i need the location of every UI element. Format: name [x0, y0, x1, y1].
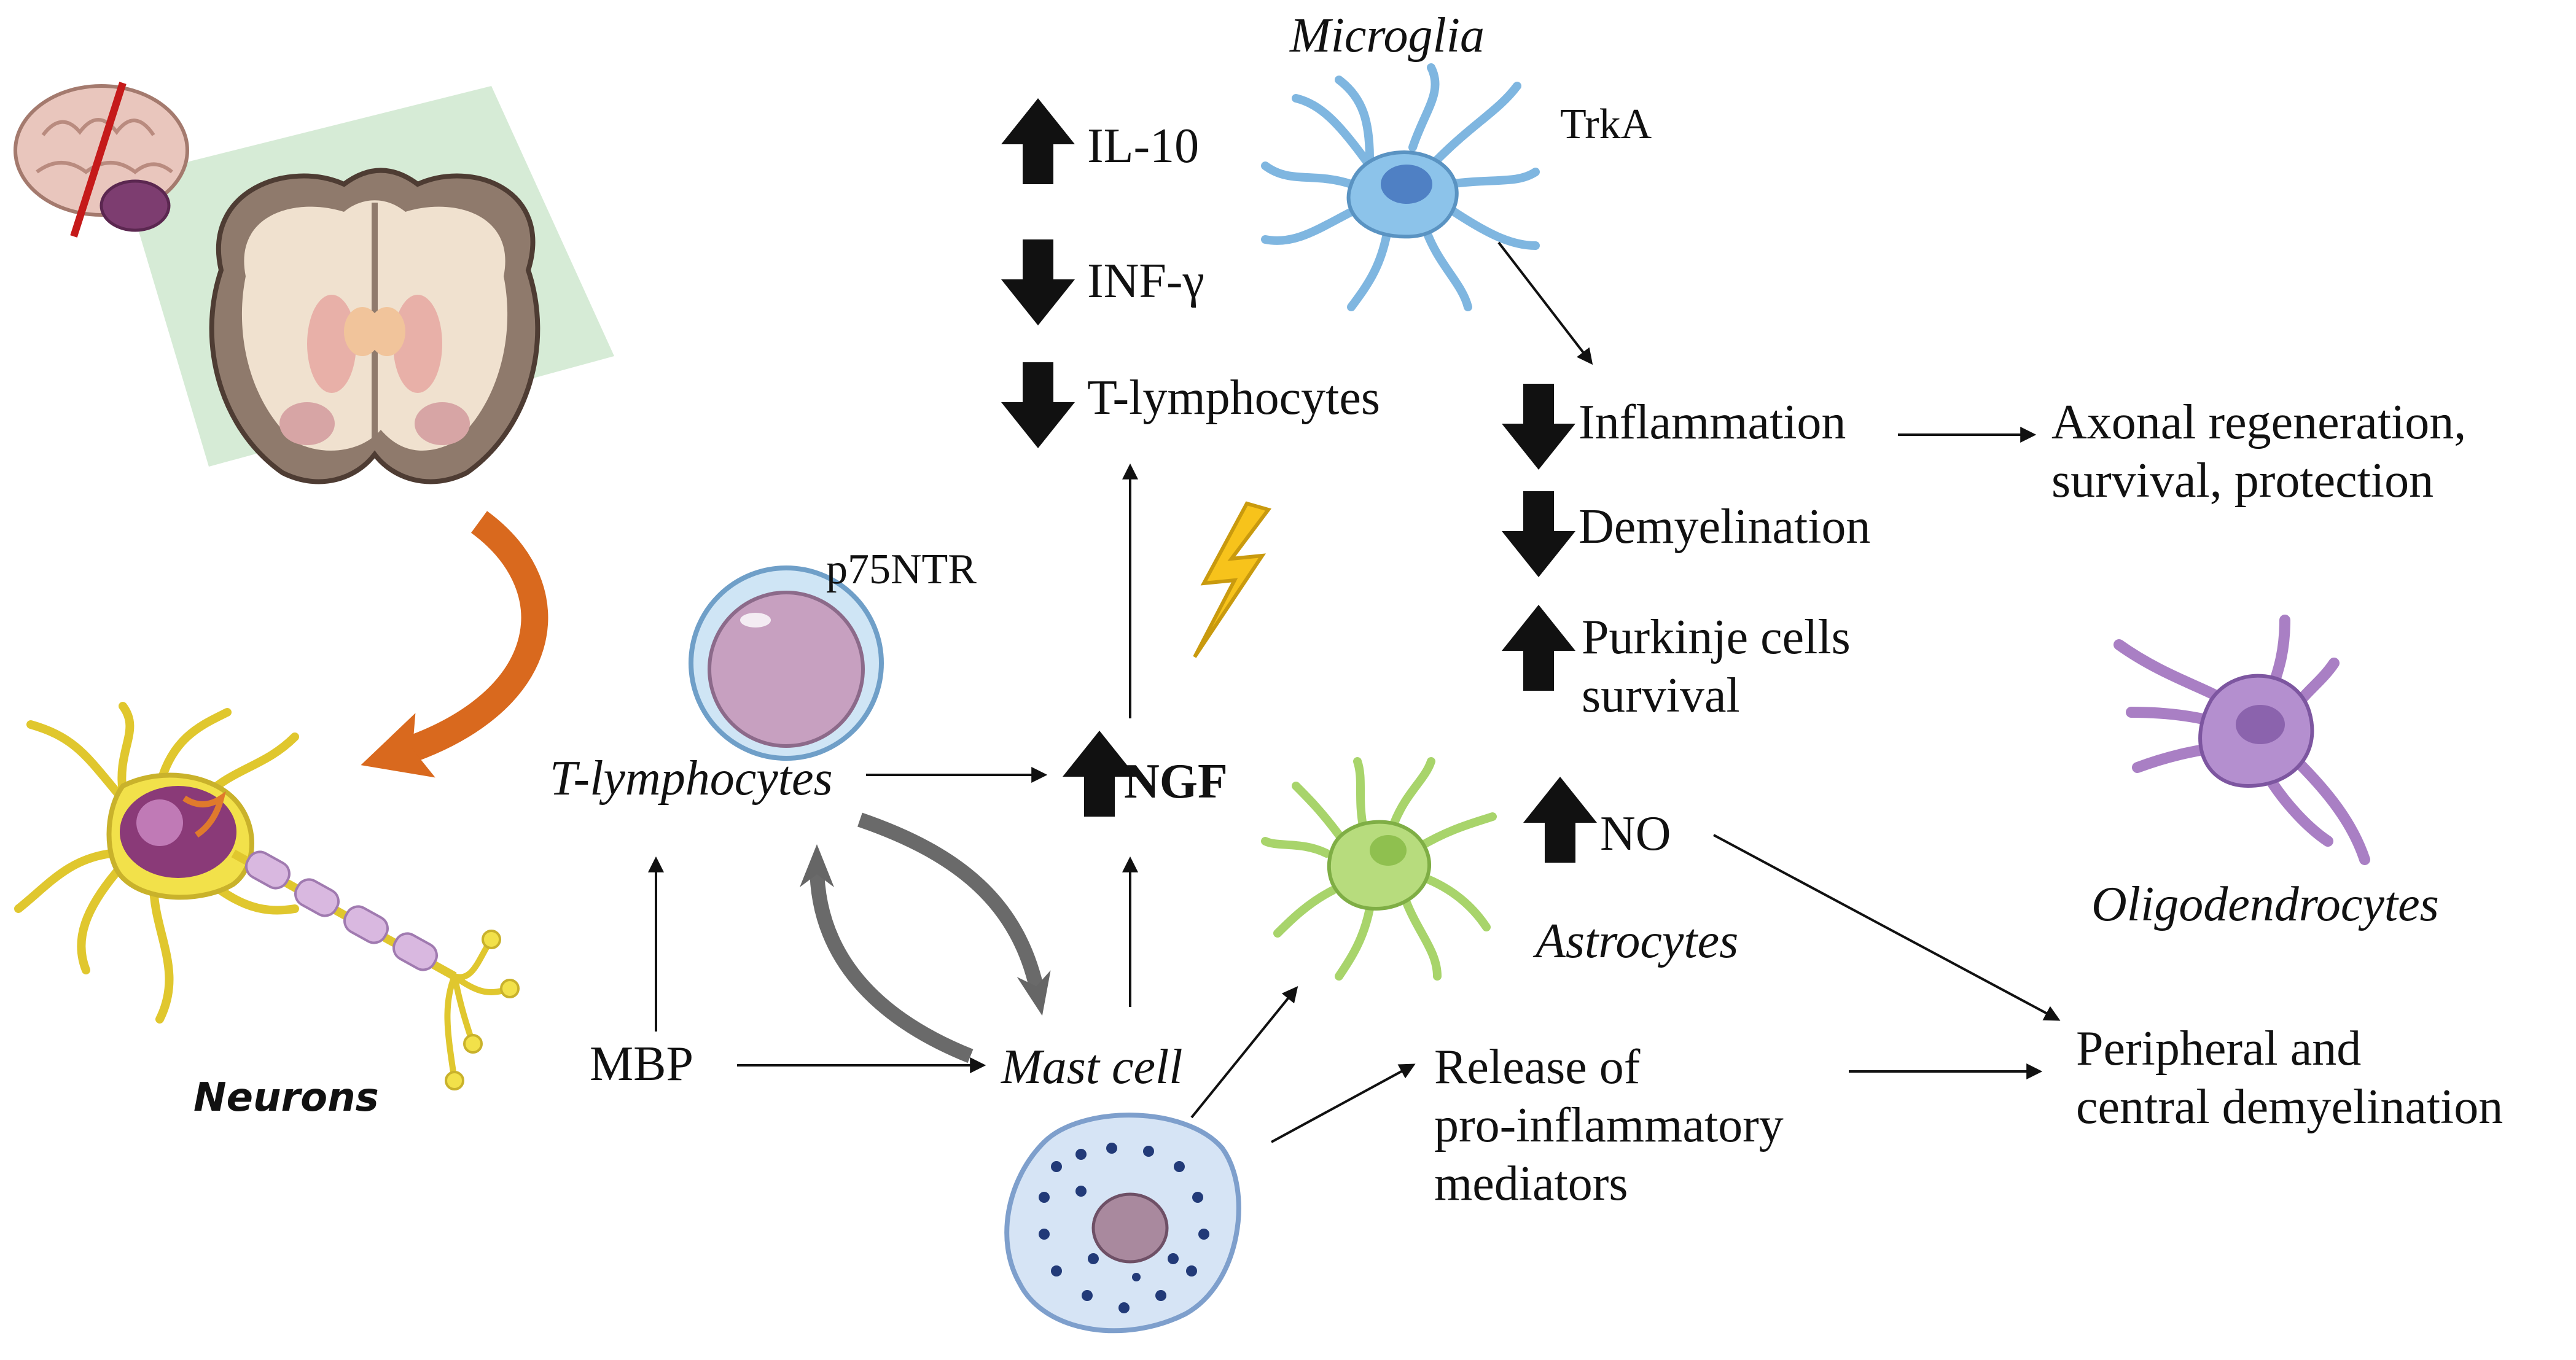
label-neurons: Neurons — [193, 1075, 379, 1121]
label-release-line1: Release of — [1434, 1040, 1641, 1094]
label-demyelination: Demyelination — [1579, 500, 1871, 554]
arrow-mast-astrocyte — [1190, 985, 1298, 1119]
label-axonal-line1: Axonal regeneration, — [2051, 395, 2467, 449]
up-arrow-il10 — [1001, 98, 1075, 184]
microglia-illustration — [1261, 63, 1540, 311]
label-release-line3: mediators — [1434, 1157, 1628, 1211]
down-arrow-inflammation — [1502, 384, 1575, 470]
label-astrocytes: Astrocytes — [1536, 914, 1739, 968]
label-no: NO — [1600, 807, 1671, 861]
mast-cell-illustration — [1004, 1113, 1241, 1334]
neuron-illustration — [14, 702, 520, 1090]
label-peripheral-line2: central demyelination — [2076, 1080, 2504, 1134]
indicator-arrows — [1001, 98, 1597, 863]
brain-to-neuron-arrow — [361, 511, 548, 778]
label-p75ntr: p75NTR — [826, 546, 977, 593]
label-trka: TrkA — [1560, 101, 1652, 148]
label-inf-gamma: INF-γ — [1087, 254, 1204, 308]
label-axonal-line2: survival, protection — [2051, 454, 2434, 508]
up-arrow-purkinje — [1502, 605, 1575, 691]
label-t-lymphocytes-cell: T-lymphocytes — [550, 752, 833, 806]
label-purkinje-line1: Purkinje cells — [1582, 610, 1851, 664]
t-lymphocyte-illustration — [689, 565, 884, 761]
label-peripheral-line1: Peripheral and — [2076, 1022, 2362, 1076]
down-arrow-tlymph — [1001, 362, 1075, 448]
down-arrow-inf — [1001, 239, 1075, 325]
label-release-line2: pro-inflammatory — [1434, 1098, 1784, 1152]
label-inflammation: Inflammation — [1579, 395, 1846, 449]
label-purkinje-line2: survival — [1582, 669, 1740, 723]
label-oligodendrocytes: Oligodendrocytes — [2091, 877, 2439, 931]
cycle-arrow-down — [857, 812, 1051, 1016]
label-microglia: Microglia — [1290, 9, 1485, 63]
up-arrow-ngf — [1063, 731, 1136, 817]
down-arrow-demyelination — [1502, 491, 1575, 577]
oligodendrocyte-illustration — [2113, 615, 2370, 865]
label-t-lymphocytes-effect: T-lymphocytes — [1087, 371, 1380, 425]
lightning-icon — [1193, 501, 1272, 658]
astrocyte-illustration — [1261, 757, 1497, 981]
label-ngf: NGF — [1124, 755, 1228, 809]
label-mbp: MBP — [590, 1037, 693, 1091]
label-mast-cell: Mast cell — [1001, 1040, 1183, 1094]
arrow-mast-release — [1271, 1063, 1416, 1143]
arrow-microglia-inflammation — [1497, 241, 1593, 365]
arrow-no-peripheral — [1713, 834, 2061, 1021]
label-il10: IL-10 — [1087, 119, 1200, 173]
cycle-arrow-up — [800, 844, 974, 1063]
brain-illustration — [14, 82, 614, 484]
up-arrow-no — [1523, 777, 1597, 863]
